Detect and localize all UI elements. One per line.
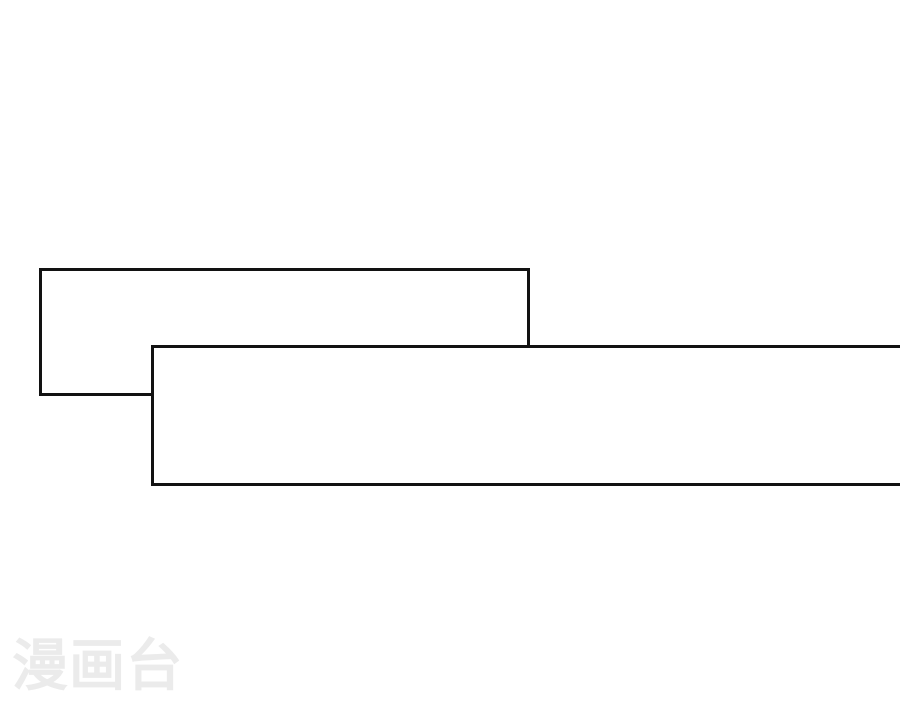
site-watermark: 漫画台 bbox=[12, 634, 184, 699]
comic-panel-2 bbox=[151, 345, 900, 486]
